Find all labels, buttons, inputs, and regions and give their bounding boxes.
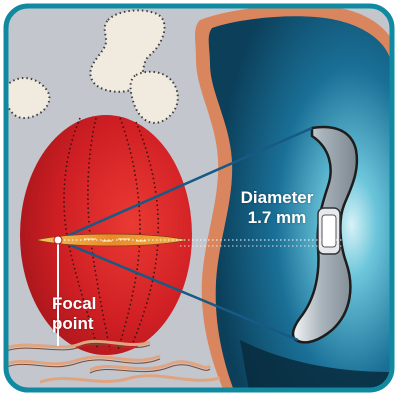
- focal-point-dot: [54, 236, 62, 244]
- focal-point-label: Focal point: [52, 294, 118, 333]
- diameter-title: Diameter: [229, 188, 325, 208]
- focal-label-line2: point: [52, 314, 118, 334]
- focal-label-line1: Focal: [52, 294, 118, 314]
- diameter-value: 1.7 mm: [229, 208, 325, 228]
- diameter-label: Diameter 1.7 mm: [229, 188, 325, 227]
